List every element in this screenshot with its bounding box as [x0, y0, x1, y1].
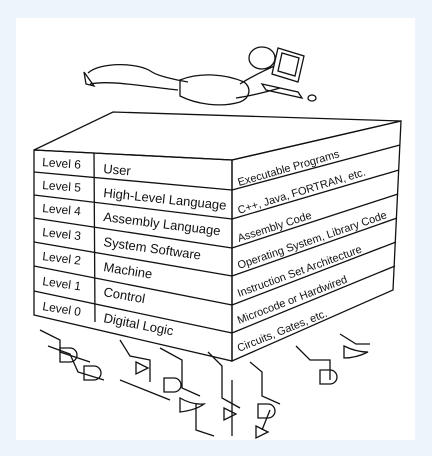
level-label-2: Level 2	[42, 249, 82, 268]
computer-mouse	[308, 95, 316, 101]
logic-gates-circuitry-illustration	[40, 330, 370, 438]
person-leg-upper	[88, 65, 188, 82]
person-foot	[84, 72, 94, 86]
level-label-6: Level 6	[42, 155, 82, 172]
circuit-wire	[262, 410, 270, 430]
level-column-divider	[94, 153, 95, 322]
level-name-3: System Software	[103, 234, 202, 263]
level-label-3: Level 3	[42, 225, 82, 243]
computer-monitor	[272, 48, 304, 82]
and-gate	[258, 404, 275, 418]
level-name-0: Digital Logic	[102, 310, 175, 338]
person-leg-lower	[90, 83, 178, 90]
and-gate	[320, 370, 337, 384]
computer-keyboard	[262, 84, 302, 98]
or-gate	[344, 346, 368, 358]
level-label-0: Level 0	[42, 299, 83, 319]
circuit-wire	[120, 380, 170, 400]
not-gate	[136, 362, 148, 374]
level-name-2: Machine	[103, 259, 154, 282]
level-name-4: Assembly Language	[103, 209, 222, 238]
circuit-wire	[120, 340, 150, 382]
circuit-wire	[340, 334, 370, 344]
person-arm-left	[236, 88, 280, 98]
and-gate	[164, 378, 181, 392]
person-head	[249, 47, 275, 69]
level-name-6: User	[103, 161, 132, 178]
circuit-wire	[208, 352, 240, 408]
circuit-wire	[250, 362, 280, 404]
circuit-wire	[296, 346, 330, 380]
or-gate	[180, 398, 204, 412]
and-gate	[84, 366, 101, 380]
circuit-wire	[40, 330, 90, 362]
person-at-computer-illustration	[84, 47, 316, 105]
not-gate	[224, 408, 236, 420]
circuit-wire	[196, 404, 214, 436]
level-label-5: Level 5	[42, 178, 82, 195]
not-gate	[256, 426, 268, 438]
level-name-5: High-Level Language	[103, 185, 228, 213]
level-label-4: Level 4	[42, 201, 82, 218]
person-torso	[180, 75, 249, 105]
computer-screen	[278, 53, 299, 76]
level-label-1: Level 1	[42, 274, 83, 293]
